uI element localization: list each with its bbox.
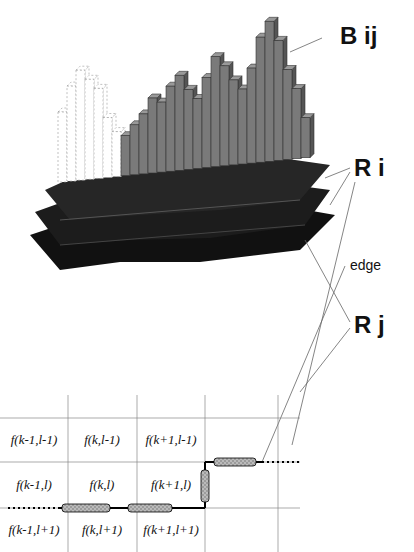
- bar-front: [256, 37, 265, 162]
- bar-top: [301, 114, 314, 118]
- bar-top: [85, 75, 98, 79]
- table-cell: f(k,l): [89, 477, 116, 493]
- bar-front: [202, 78, 211, 168]
- bar-front: [58, 112, 67, 182]
- bar-front: [103, 118, 112, 178]
- bar-top: [175, 71, 188, 75]
- bar-front: [184, 89, 193, 169]
- bar-front: [148, 98, 157, 173]
- histogram-bars: [58, 17, 314, 182]
- table-cell: f(k+1,l+1): [142, 522, 199, 538]
- bar-front: [283, 70, 292, 160]
- bar-front: [193, 99, 202, 169]
- pixel-grid: [0, 395, 300, 552]
- bar-top: [148, 94, 161, 98]
- bar-front: [265, 21, 274, 161]
- bar-top: [265, 17, 278, 21]
- bar-front: [121, 136, 130, 176]
- bar-top: [220, 62, 233, 66]
- bar-front: [247, 68, 256, 163]
- table-cell: f(k,l+1): [81, 522, 123, 538]
- bar-front: [166, 86, 175, 171]
- bar-front: [301, 118, 310, 158]
- bar-front: [211, 57, 220, 167]
- region-label: R j: [354, 311, 385, 339]
- bar-front: [229, 80, 238, 165]
- table-cell: f(k-1,l): [15, 477, 53, 493]
- leader-lines: [262, 38, 355, 462]
- table-cell: f(k-1,l+1): [7, 522, 60, 538]
- bar-front: [67, 86, 76, 181]
- bar-side: [310, 114, 314, 158]
- bar-top: [283, 66, 296, 70]
- table-cell: f(k+1,l): [150, 477, 192, 493]
- bar-front: [85, 79, 94, 179]
- region-label: R i: [354, 154, 385, 182]
- bar-top: [229, 76, 242, 80]
- bar-top: [211, 53, 224, 57]
- bar-top: [112, 128, 125, 132]
- bar-front: [175, 75, 184, 170]
- bar-top: [274, 36, 287, 40]
- bar-front: [238, 89, 247, 164]
- bar-front: [292, 89, 301, 159]
- edge-label: edge: [350, 257, 381, 273]
- bar-front: [274, 40, 283, 160]
- table-cell: f(k,l-1): [83, 432, 121, 448]
- table-cell: f(k+1,l-1): [144, 432, 197, 448]
- region-label: B ij: [340, 22, 377, 50]
- bar-front: [94, 88, 103, 178]
- edge-path: [8, 458, 300, 512]
- table-cell: f(k-1,l-1): [10, 432, 59, 448]
- bar-front: [112, 132, 121, 177]
- bar-top: [94, 84, 107, 88]
- bar-front: [76, 70, 85, 180]
- bar-top: [292, 85, 305, 89]
- bar-front: [220, 66, 229, 166]
- bar-top: [103, 114, 116, 118]
- bar-front: [130, 125, 139, 175]
- bar-top: [76, 66, 89, 70]
- bar-front: [139, 114, 148, 174]
- bar-front: [157, 102, 166, 172]
- bar-top: [184, 85, 197, 89]
